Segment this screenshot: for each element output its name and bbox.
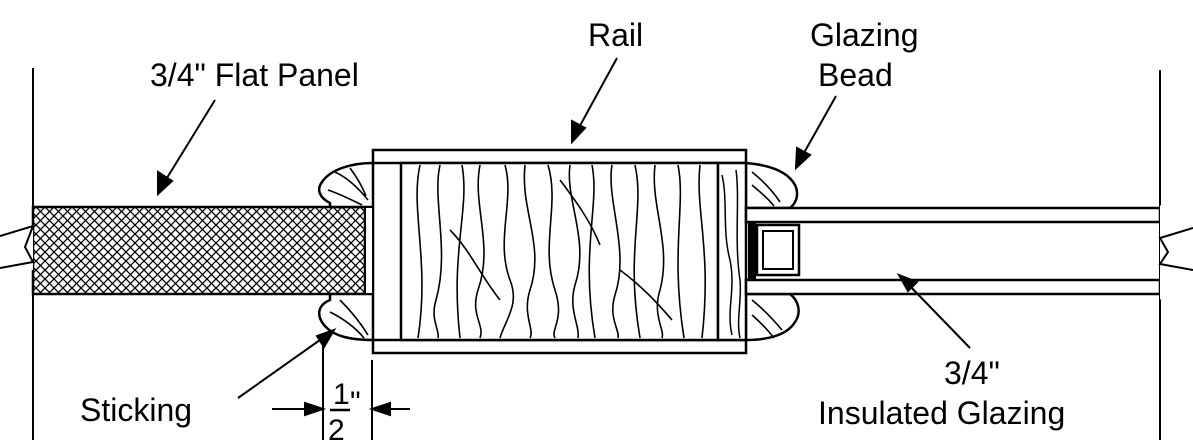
rail-body [399,161,720,342]
label-insulated-2: Insulated Glazing [818,395,1065,431]
rail-strips [371,148,748,355]
label-flat-panel: 3/4" Flat Panel [150,57,359,93]
label-glazing-bead-1: Glazing [810,17,919,53]
dim-numerator: 1 [333,378,350,411]
dim-unit: " [350,386,361,419]
leader-arrows [157,57,971,399]
glazing-bead [716,161,800,342]
labels: 3/4" Flat Panel Rail Glazing Bead Sticki… [80,17,1065,445]
label-insulated-1: 3/4" [944,355,1000,391]
label-glazing-bead-2: Bead [818,57,893,93]
dimension-half-inch [272,335,410,440]
label-rail: Rail [588,17,643,53]
label-sticking: Sticking [80,392,192,428]
dim-denominator: 2 [328,414,345,445]
sticking-profile [317,161,375,342]
insulated-glazing [744,205,1193,300]
flat-panel [0,205,367,296]
